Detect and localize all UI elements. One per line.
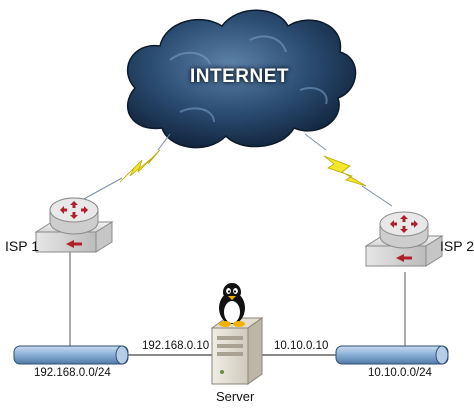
right-link-ip-label: 10.10.0.10 [274, 340, 329, 352]
server-label: Server [216, 389, 255, 404]
server [210, 317, 264, 385]
isp2-label: ISP 2 [440, 238, 474, 254]
left-network-label: 192.168.0.0/24 [34, 367, 111, 379]
right-network-label: 10.10.0.0/24 [368, 367, 432, 379]
lightning-link-isp1 [81, 133, 171, 201]
router-isp2 [364, 211, 444, 267]
linux-penguin-icon [219, 283, 245, 327]
isp1-label: ISP 1 [5, 238, 39, 254]
internet-cloud [126, 9, 357, 149]
left-link-ip-label: 192.168.0.10 [142, 340, 210, 352]
right-network-segment [335, 345, 449, 365]
cloud-label: INTERNET [190, 66, 289, 87]
lightning-link-isp2 [304, 133, 393, 207]
router-isp1 [34, 197, 114, 253]
left-network-segment [13, 345, 129, 365]
